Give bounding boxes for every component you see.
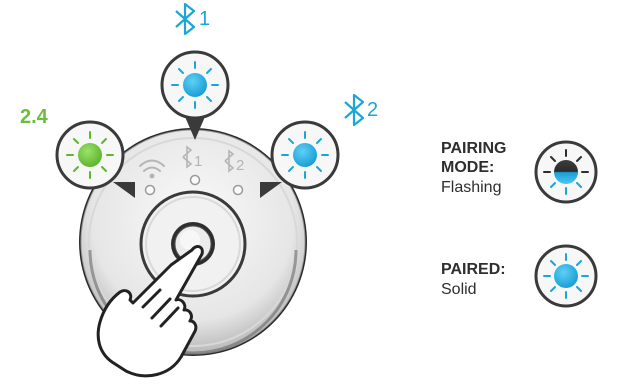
label-bt2: 2 <box>367 99 379 121</box>
face-bluetooth-icon-2 <box>224 149 235 173</box>
legend-paired-led-icon <box>534 244 598 308</box>
legend-pairing-led-icon <box>534 140 598 204</box>
legend-pairing-title-line1: PAIRING <box>441 140 507 157</box>
face-label-1: 1 <box>194 153 202 170</box>
legend-pairing-state: Flashing <box>441 179 502 196</box>
callout-bt2-led <box>260 120 340 198</box>
legend-paired-state: Solid <box>441 281 477 298</box>
legend-paired-title: PAIRED: <box>441 261 506 278</box>
bluetooth-icon-2 <box>344 93 365 127</box>
legend-pairing-title-line2: MODE: <box>441 159 495 176</box>
bluetooth-icon-1 <box>175 2 196 36</box>
face-led-bt1 <box>189 174 201 186</box>
callout-bt1-led <box>160 50 230 140</box>
face-label-2: 2 <box>236 157 244 174</box>
callout-24-led <box>55 120 135 198</box>
label-24: 2.4 <box>20 106 48 128</box>
face-led-bt2 <box>232 184 244 196</box>
hand-pointer-icon <box>96 245 204 378</box>
face-led-24 <box>144 184 156 196</box>
face-wifi-icon <box>139 159 165 179</box>
face-bluetooth-icon-1 <box>182 145 193 169</box>
label-bt1: 1 <box>199 8 211 30</box>
